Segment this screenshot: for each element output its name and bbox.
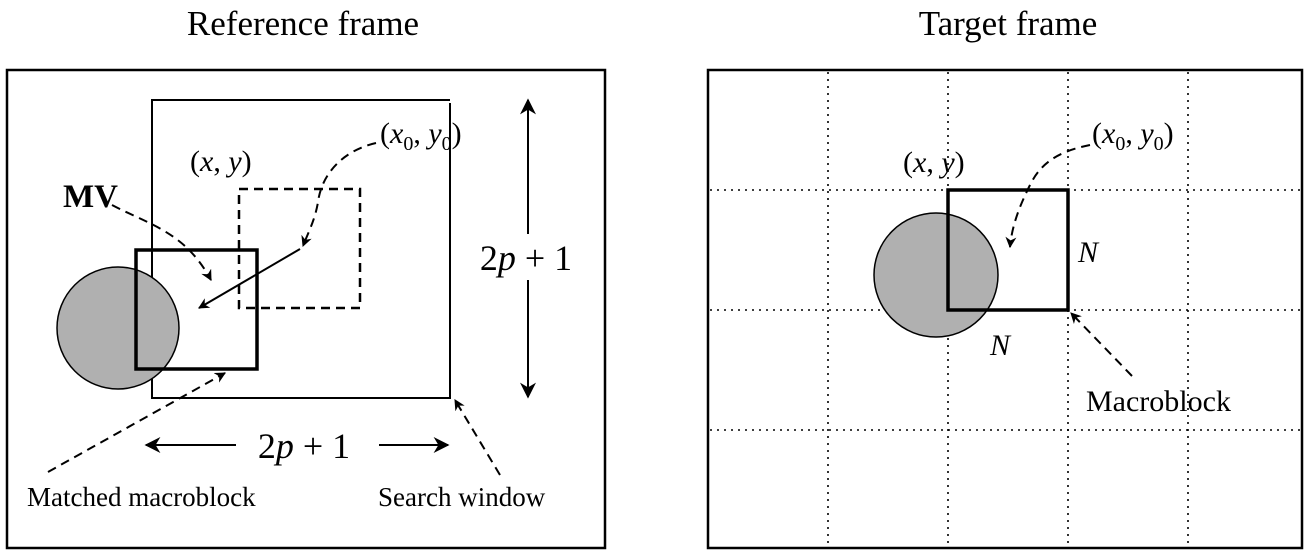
motion-vector-arrow: [198, 248, 301, 309]
horizontal-range-label: 2p + 1: [258, 426, 350, 466]
search-window-pointer: [454, 399, 501, 476]
macroblock-height-n: N: [989, 329, 1012, 362]
target-x0y0-label: (x0, y0): [1092, 117, 1174, 155]
matched-macroblock-pointer: [47, 372, 226, 473]
reference-frame-border: [5, 68, 607, 550]
reference-xy-label: (x, y): [190, 145, 252, 178]
matched-macroblock-label: Matched macroblock: [27, 482, 256, 512]
search-window: [151, 99, 451, 399]
object-circle: [56, 266, 180, 390]
reference-frame-title: Reference frame: [187, 4, 419, 43]
matched-macroblock: [134, 248, 259, 371]
macroblock-width-n: N: [1077, 236, 1100, 269]
target-frame-panel: Target frame (x, y) (x0, y0) N N Macrobl…: [706, 4, 1304, 550]
vertical-range-label-bg: [466, 234, 582, 280]
target-frame-title: Target frame: [919, 4, 1098, 43]
x0y0-pointer: [301, 142, 377, 248]
target-xy-label: (x, y): [903, 146, 965, 179]
mv-pointer: [111, 204, 212, 281]
target-macroblock: [946, 188, 1070, 312]
vertical-range-label: 2p + 1: [480, 238, 572, 278]
target-frame-border: [706, 68, 1304, 550]
macroblock-label: Macroblock: [1086, 385, 1231, 418]
reference-x0y0-label: (x0, y0): [380, 117, 462, 155]
search-window-label: Search window: [378, 482, 546, 512]
mv-label: MV: [63, 179, 118, 215]
target-x0y0-pointer: [1005, 144, 1091, 249]
macroblock-pointer: [1070, 312, 1133, 377]
reference-frame-panel: Reference frame (x, y) (x0, y0) MV 2p: [5, 4, 607, 550]
target-object-circle: [873, 212, 999, 338]
